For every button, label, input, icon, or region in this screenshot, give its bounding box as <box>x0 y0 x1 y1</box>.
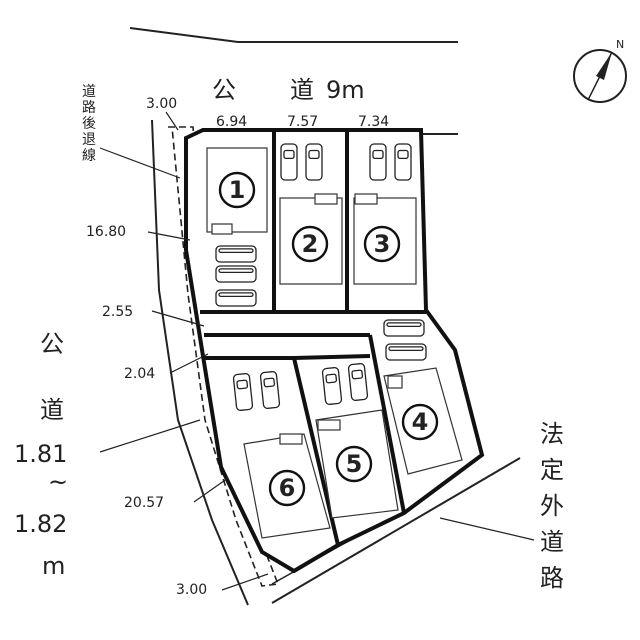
north-road-far-edge <box>129 27 458 43</box>
car-icon <box>347 363 369 401</box>
svg-text:N: N <box>616 38 624 51</box>
lot-number-3: 3 <box>363 225 401 263</box>
dim-frontage-3: 7.34 <box>358 114 389 130</box>
car-icon <box>394 143 412 181</box>
southeast-road-label: 法 定 外 道 路 <box>540 420 564 592</box>
dim-width-a: 2.55 <box>102 304 133 320</box>
svg-text:1.81: 1.81 <box>14 440 67 468</box>
lot-number-1: 1 <box>218 171 256 209</box>
svg-text:道: 道 <box>40 396 64 424</box>
svg-text:6: 6 <box>279 474 296 502</box>
svg-text:3: 3 <box>374 230 391 258</box>
dim-lot1-side: 16.80 <box>86 224 126 240</box>
svg-text:法: 法 <box>540 420 564 448</box>
svg-text:2: 2 <box>302 230 319 258</box>
car-icon <box>385 343 427 361</box>
svg-text:1: 1 <box>229 176 246 204</box>
svg-text:定: 定 <box>540 456 564 484</box>
lot-number-4: 4 <box>401 403 439 441</box>
dim-lot6-side: 20.57 <box>124 495 164 511</box>
dim-frontage-1: 6.94 <box>216 114 247 130</box>
svg-text:道: 道 <box>82 84 96 100</box>
dim-setback-bottom: 3.00 <box>176 582 207 598</box>
car-icon <box>369 143 387 181</box>
north-road-name: 道 <box>290 76 314 104</box>
svg-text:後: 後 <box>82 116 96 132</box>
svg-text:4: 4 <box>412 408 429 436</box>
svg-text:公: 公 <box>40 330 64 358</box>
svg-text:m: m <box>42 552 65 580</box>
car-icon <box>232 373 254 411</box>
car-parking <box>215 143 427 411</box>
lot-number-6: 6 <box>268 469 306 507</box>
compass-icon: N <box>573 38 627 103</box>
dim-frontage-2: 7.57 <box>287 114 318 130</box>
north-road-kanji: 公 <box>212 76 236 104</box>
lot-number-2: 2 <box>291 225 329 263</box>
svg-text:5: 5 <box>346 450 363 478</box>
dim-width-b: 2.04 <box>124 366 155 382</box>
svg-text:~: ~ <box>48 468 68 496</box>
lot-number-5: 5 <box>335 445 373 483</box>
svg-text:外: 外 <box>540 492 564 520</box>
car-icon <box>383 319 425 337</box>
car-icon <box>321 367 343 405</box>
lot-division-lines <box>200 130 426 546</box>
car-icon <box>259 371 281 409</box>
svg-text:路: 路 <box>82 100 96 116</box>
car-icon <box>215 245 257 263</box>
svg-text:路: 路 <box>540 564 564 592</box>
southeast-road-edge-outer <box>271 457 521 604</box>
svg-text:1.82: 1.82 <box>14 510 67 538</box>
car-icon <box>305 143 323 181</box>
setback-label: 道 路 後 退 線 <box>82 84 96 164</box>
dim-setback-top: 3.00 <box>146 96 177 112</box>
svg-text:線: 線 <box>82 148 96 164</box>
car-icon <box>215 289 257 307</box>
north-road-width: 9m <box>326 76 365 104</box>
svg-text:道: 道 <box>540 528 564 556</box>
car-icon <box>280 143 298 181</box>
svg-text:退: 退 <box>82 132 96 148</box>
west-road-label: 公 道 1.81 ~ 1.82 m <box>14 330 68 580</box>
car-icon <box>215 265 257 283</box>
